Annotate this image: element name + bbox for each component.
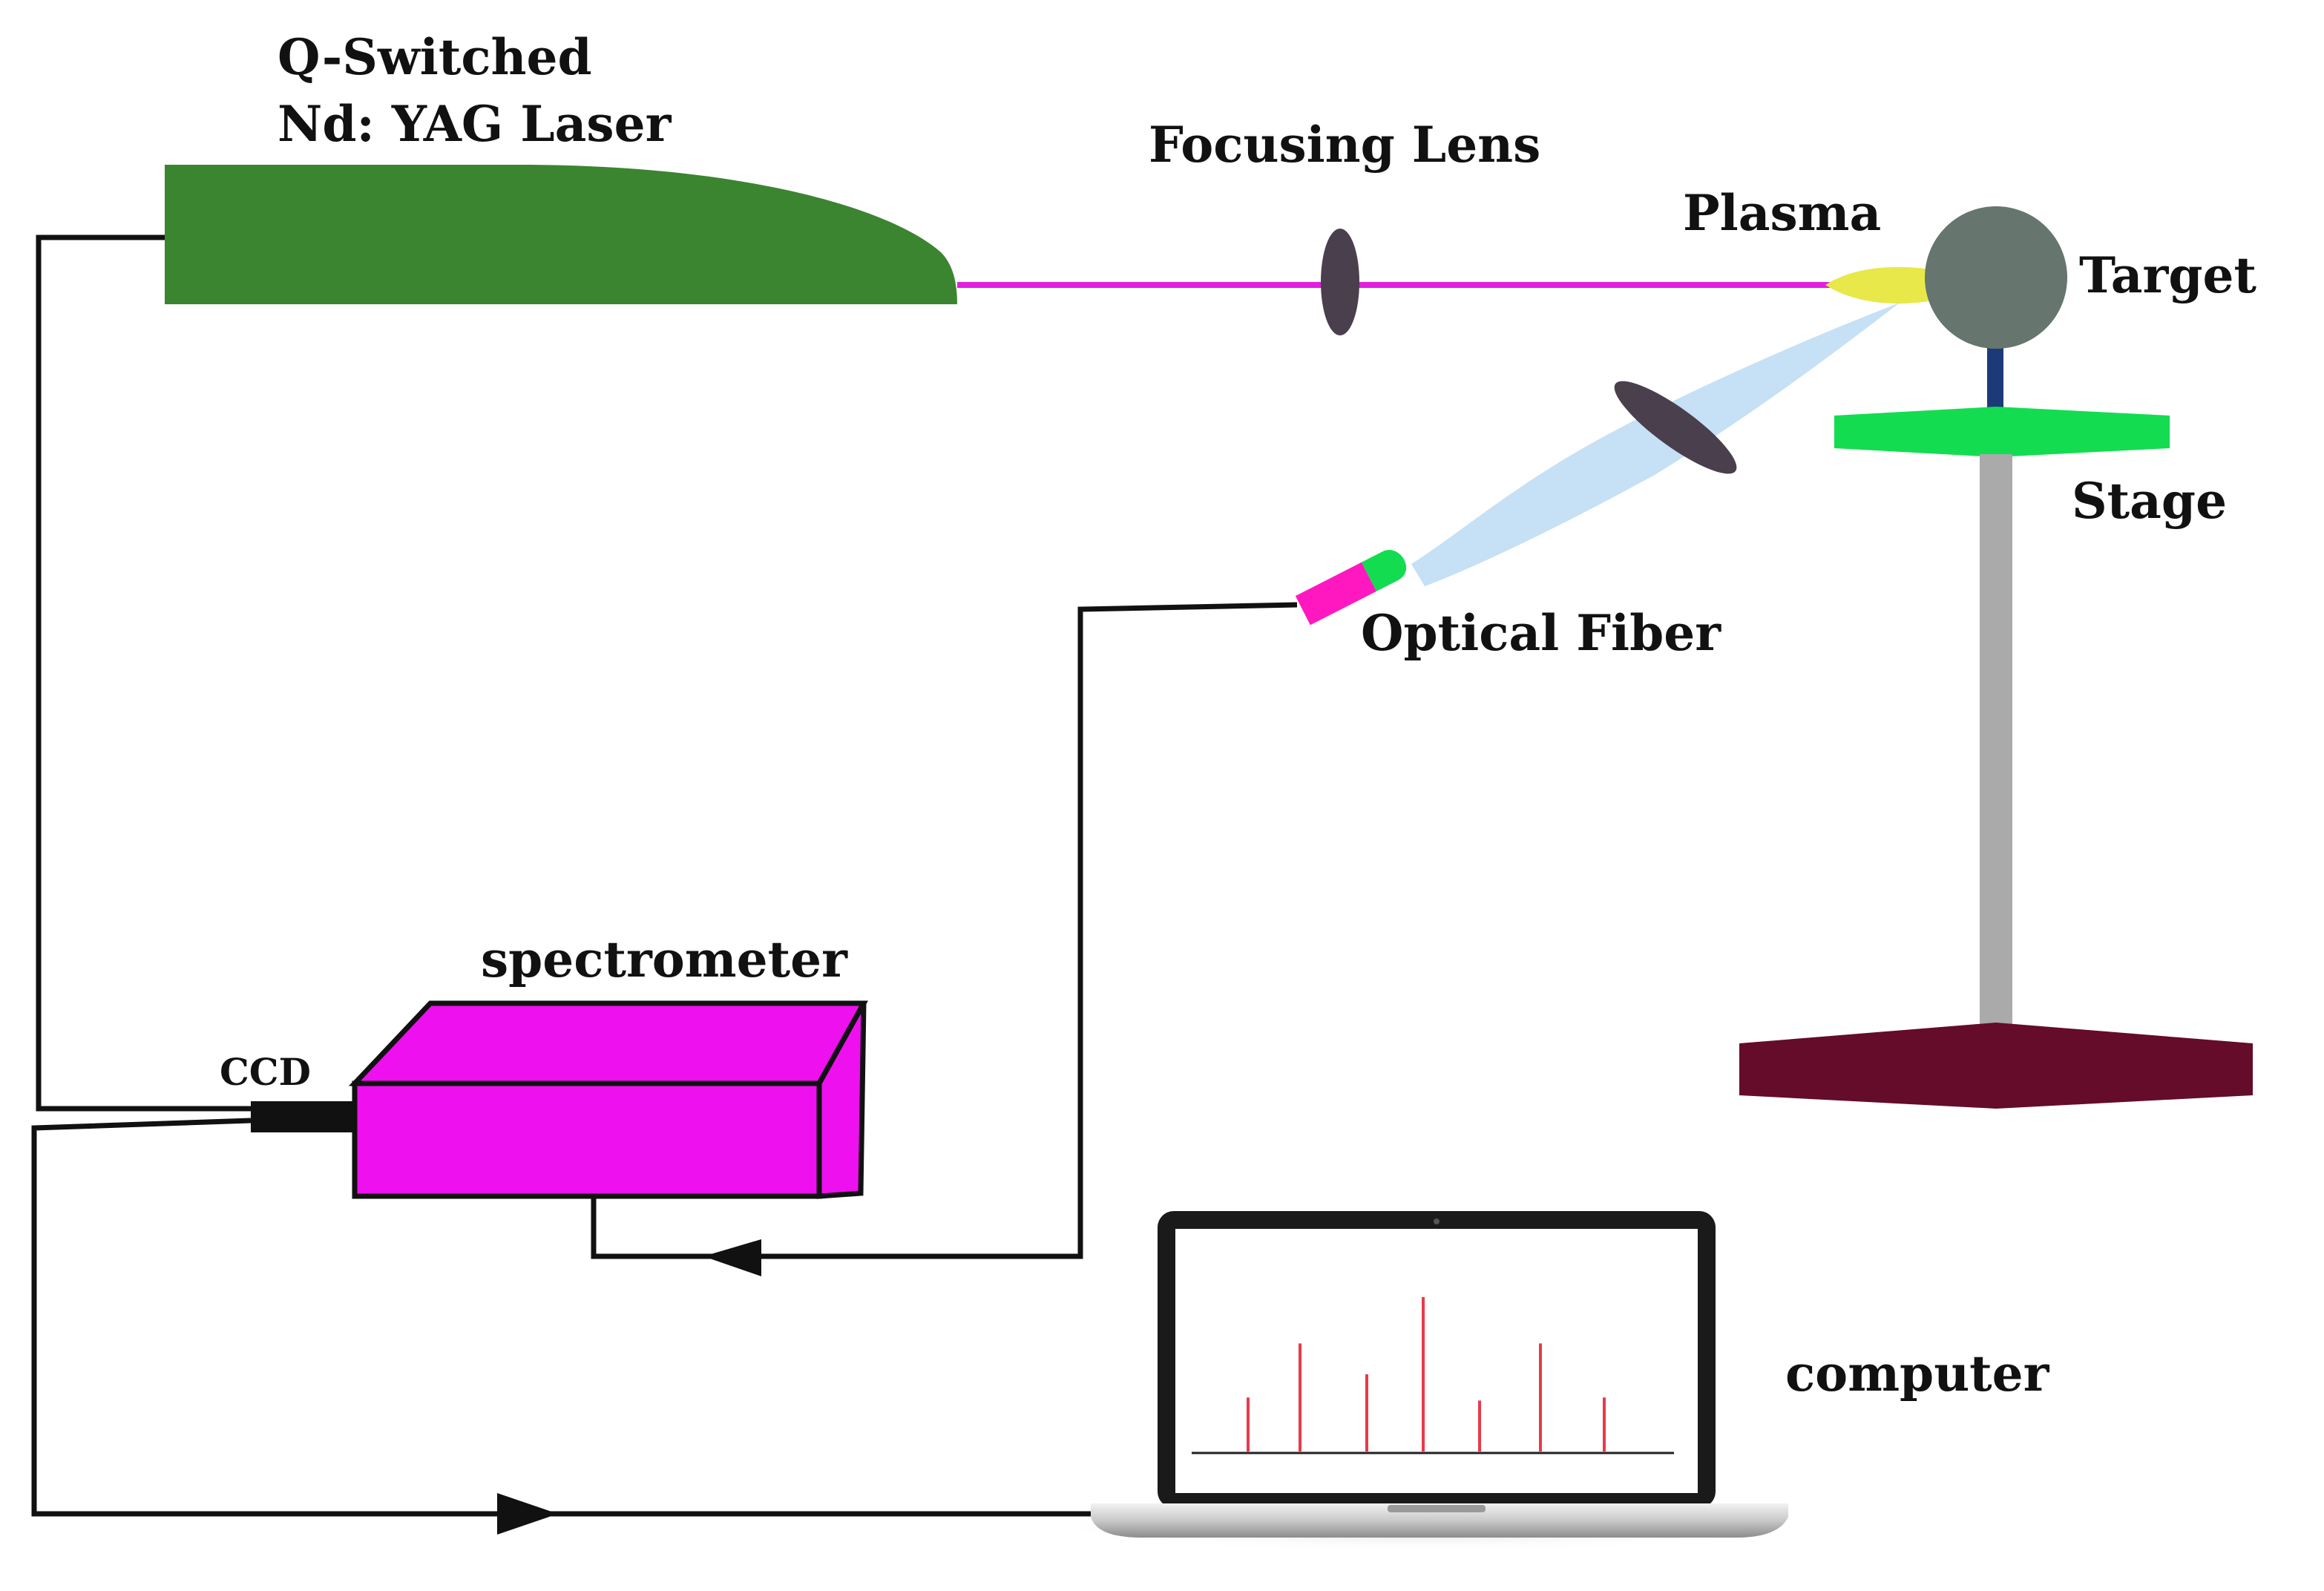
spectrometer-label: spectrometer (481, 931, 848, 988)
spectrometer-front (352, 1080, 822, 1199)
laser-label-line1: Q-Switched (278, 28, 592, 86)
fiber-spectrometer-wire (591, 602, 1298, 1259)
laptop-hinge-notch (1388, 1505, 1486, 1512)
target-label: Target (2079, 246, 2256, 304)
spectrometer (251, 1000, 868, 1199)
focusing-lens-label: Focusing Lens (1149, 116, 1540, 174)
target-sample (1925, 206, 2067, 349)
wires (31, 234, 1298, 1517)
screen-spectrum-peaks (1247, 1297, 1606, 1451)
ccd-computer-wire (31, 1118, 1113, 1517)
collection-light-cone (1411, 303, 1900, 586)
target-rod (1987, 341, 2003, 408)
laser-body (165, 165, 957, 304)
stage-label: Stage (2072, 472, 2227, 530)
arrowhead-to-spectrometer (703, 1239, 761, 1276)
fiber-end (1361, 550, 1407, 591)
optical-fiber-label: Optical Fiber (1361, 604, 1721, 662)
laser-label-line2: Nd: YAG Laser (278, 95, 672, 153)
ccd-detector (251, 1101, 355, 1132)
laptop-base (1091, 1503, 1788, 1538)
ccd-label: CCD (220, 1050, 311, 1094)
fiber-tip (1295, 562, 1376, 626)
computer-laptop (1037, 1211, 1809, 1552)
focusing-lens (1321, 229, 1359, 335)
stand-pole (1980, 454, 2012, 1027)
laptop-screen (1175, 1229, 1698, 1493)
arrowhead-to-computer (497, 1493, 558, 1535)
laser-ccd-trigger-wire (36, 234, 251, 1112)
stand-base (1739, 1023, 2253, 1109)
sample-stage (1834, 407, 2170, 457)
optical-fiber-head (1295, 550, 1407, 626)
laptop-camera (1434, 1218, 1440, 1224)
collection-lens (1614, 381, 1737, 474)
plasma-label: Plasma (1683, 184, 1881, 242)
spectrometer-top (348, 1000, 868, 1086)
plasma-plume (1825, 266, 1937, 304)
computer-label: computer (1785, 1345, 2050, 1403)
